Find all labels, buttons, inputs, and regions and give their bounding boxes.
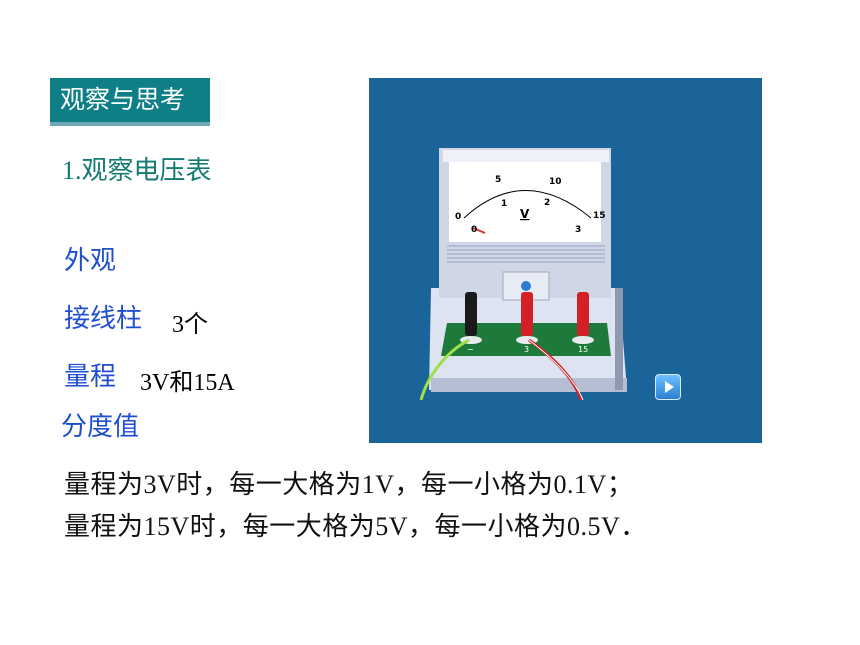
label-appearance: 外观 <box>64 246 117 276</box>
label-terminals: 接线柱 <box>64 304 143 334</box>
scale-bottom-1: 1 <box>501 199 507 209</box>
value-terminals: 3个 <box>172 312 208 338</box>
play-button[interactable] <box>655 374 681 400</box>
scale-top-0: 0 <box>455 212 461 222</box>
scale-bottom-3: 3 <box>575 225 581 235</box>
explanation-line-2: 量程为15V时，每一大格为5V，每一小格为0.5V． <box>64 512 647 541</box>
scale-bottom-2: 2 <box>544 198 550 208</box>
explanation-line-1: 量程为3V时，每一大格为1V，每一小格为0.1V； <box>64 470 634 499</box>
voltmeter-illustration: 0 5 10 15 0 1 2 3 V − 3 15 <box>419 148 627 401</box>
scale-bottom-0: 0 <box>471 225 477 235</box>
scale-top-10: 10 <box>549 177 562 187</box>
label-range: 量程 <box>64 362 117 392</box>
subtitle: 1.观察电压表 <box>62 156 212 185</box>
terminal-15: 15 <box>578 345 588 354</box>
voltmeter-picture: 0 5 10 15 0 1 2 3 V − 3 15 <box>369 78 762 443</box>
value-range: 3V和15A <box>140 370 235 396</box>
terminal-neg: − <box>467 345 474 354</box>
scale-top-5: 5 <box>495 175 501 185</box>
scale-top-15: 15 <box>593 211 606 221</box>
section-tag: 观察与思考 <box>50 78 210 122</box>
terminal-3: 3 <box>524 345 529 354</box>
label-division: 分度值 <box>61 412 140 442</box>
unit-label: V <box>520 207 530 221</box>
